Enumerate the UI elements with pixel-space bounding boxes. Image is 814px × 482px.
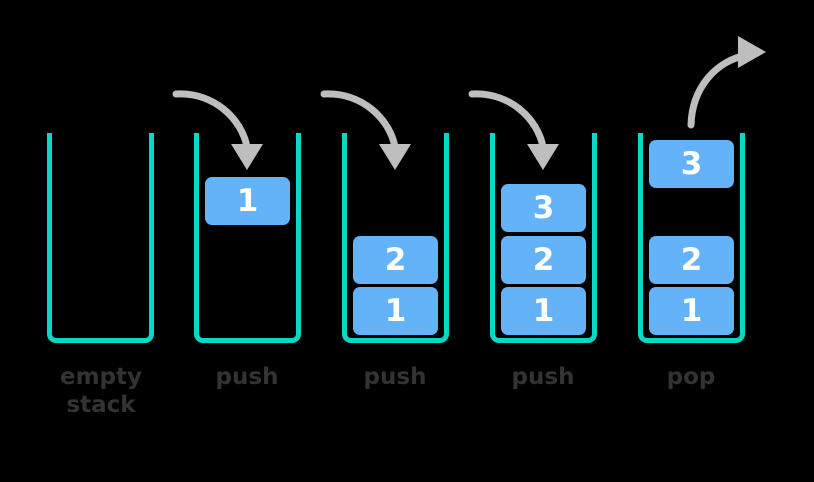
- operation-arrow-pop: [687, 51, 752, 129]
- stack-container-1: [47, 133, 154, 343]
- stack-container-2: [194, 133, 301, 343]
- stack-container-5: [638, 133, 745, 343]
- stack-container-4: [490, 133, 597, 343]
- stack-caption-2: push: [215, 364, 279, 390]
- stack-block[interactable]: 1: [501, 287, 586, 335]
- stack-caption-4: push: [511, 364, 575, 390]
- stack-block[interactable]: 1: [649, 287, 734, 335]
- stack-block[interactable]: 3: [501, 184, 586, 232]
- stack-block[interactable]: 1: [205, 177, 290, 225]
- stack-block[interactable]: 2: [501, 236, 586, 284]
- stack-block[interactable]: 3: [649, 140, 734, 188]
- stack-caption-1: empty stack: [59, 364, 143, 418]
- stack-block[interactable]: 2: [649, 236, 734, 284]
- stack-block[interactable]: 1: [353, 287, 438, 335]
- stack-block[interactable]: 2: [353, 236, 438, 284]
- arrow-head-icon: [738, 36, 766, 68]
- stack-caption-3: push: [363, 364, 427, 390]
- stack-caption-5: pop: [666, 364, 716, 390]
- stack-container-3: [342, 133, 449, 343]
